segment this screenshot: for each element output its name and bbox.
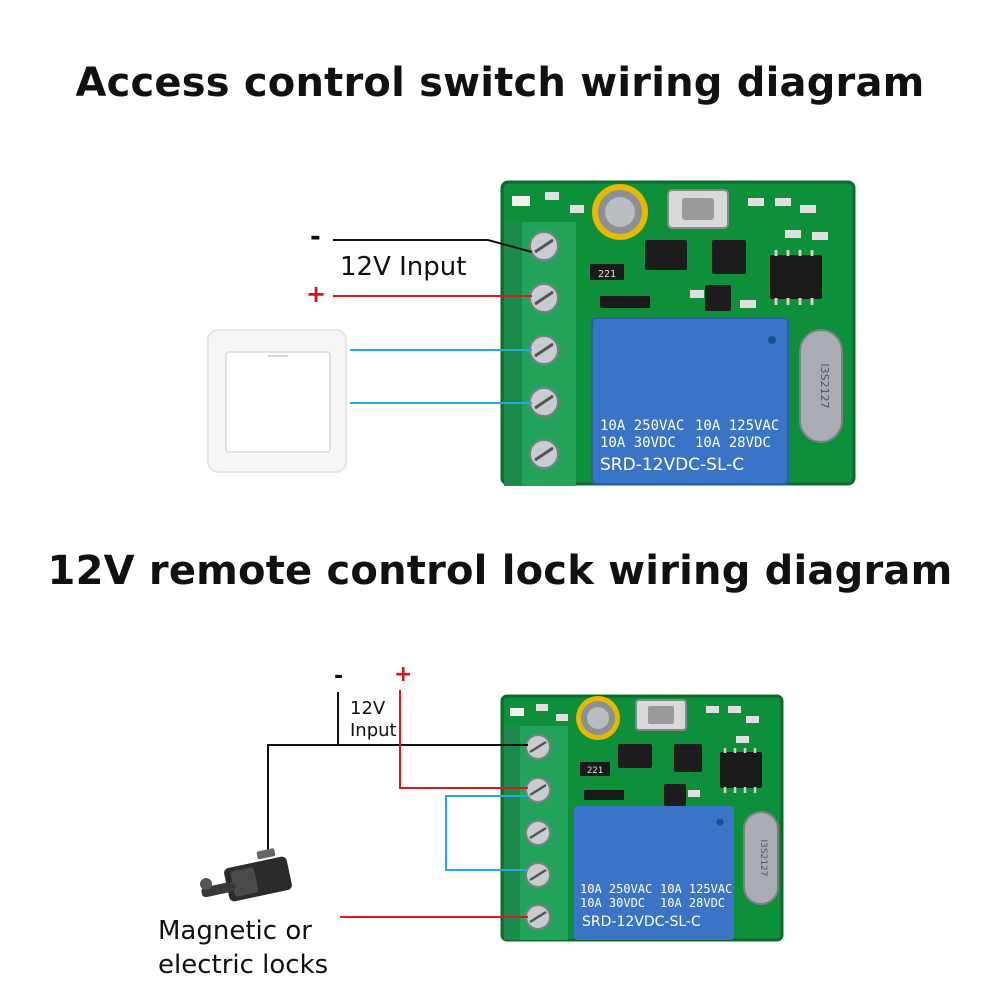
minus-sign: -: [310, 222, 321, 252]
diode: [600, 296, 650, 308]
terminal-block: [504, 222, 576, 486]
input-label: 12V Input: [340, 252, 467, 282]
relay-rating-1-left: 10A 250VAC: [600, 418, 684, 434]
crystal-text: I3S2127: [818, 363, 831, 408]
minus-sign-2: -: [334, 664, 344, 689]
relay-rating-2-left: 10A 30VDC: [600, 435, 676, 451]
wire-negative: [333, 239, 533, 253]
relay: 10A 250VAC 10A 125VAC 10A 30VDC 10A 28VD…: [591, 317, 789, 485]
lock-label-line1: Magnetic or: [158, 916, 312, 946]
wire-jumper: [445, 795, 528, 871]
wire-lock-negative: [267, 744, 338, 850]
relay-board-2: 221 10A 250VAC 10A 125VAC 10A 30VDC 10A …: [500, 694, 784, 942]
diagram2-title: 12V remote control lock wiring diagram: [47, 548, 953, 594]
resistor-code-2: 221: [587, 766, 603, 776]
resistor-code: 221: [598, 269, 616, 280]
capacitor-2: [576, 696, 620, 740]
terminal-screws-2: [525, 734, 551, 930]
terminal-block-2: [504, 726, 568, 940]
relay-2: 10A 250VAC 10A 125VAC 10A 30VDC 10A 28VD…: [574, 806, 734, 940]
smd-components: [545, 192, 828, 308]
diagram2-wires: [267, 690, 528, 918]
plus-sign: +: [306, 280, 327, 308]
led-2: [510, 708, 524, 716]
resistor-221-2: [580, 762, 610, 776]
input-label-line1: 12V: [350, 698, 386, 719]
relay2-rating-1-right: 10A 125VAC: [660, 882, 732, 896]
smd-components-2: [536, 704, 759, 797]
crystal-text-2: I3S2127: [758, 840, 768, 877]
input-label-line2: Input: [350, 720, 397, 741]
relay-rating-2-right: 10A 28VDC: [695, 435, 771, 451]
resistor-221: [590, 264, 624, 280]
diagram1-title: Access control switch wiring diagram: [75, 60, 925, 106]
transistors-2: [618, 744, 702, 806]
plus-sign-2: +: [394, 662, 413, 687]
crystal: I3S2127: [799, 329, 843, 443]
capacitor: [592, 184, 648, 240]
led: [512, 196, 530, 206]
transistors: [645, 240, 746, 311]
ic-chip: [770, 250, 822, 305]
push-button-2: [635, 699, 687, 731]
wire-positive-2: [399, 690, 528, 789]
diagram1-wires: [333, 239, 533, 404]
relay2-rating-2-right: 10A 28VDC: [660, 896, 725, 910]
magnetic-lock: [200, 848, 292, 902]
ic-chip-2: [720, 748, 762, 793]
relay-model: SRD-12VDC-SL-C: [600, 455, 744, 475]
terminal-screws: [529, 231, 559, 469]
relay-board-1: 221 10A 250VAC 10A 125VAC 10A 30VDC 10A …: [500, 180, 856, 486]
wall-switch: [207, 329, 347, 473]
relay2-model: SRD-12VDC-SL-C: [582, 914, 701, 930]
diode-2: [584, 790, 624, 800]
relay2-rating-1-left: 10A 250VAC: [580, 882, 652, 896]
relay2-rating-2-left: 10A 30VDC: [580, 896, 645, 910]
lock-label-line2: electric locks: [158, 950, 329, 980]
push-button: [667, 189, 729, 229]
crystal-2: I3S2127: [743, 811, 779, 905]
relay-rating-1-right: 10A 125VAC: [695, 418, 779, 434]
